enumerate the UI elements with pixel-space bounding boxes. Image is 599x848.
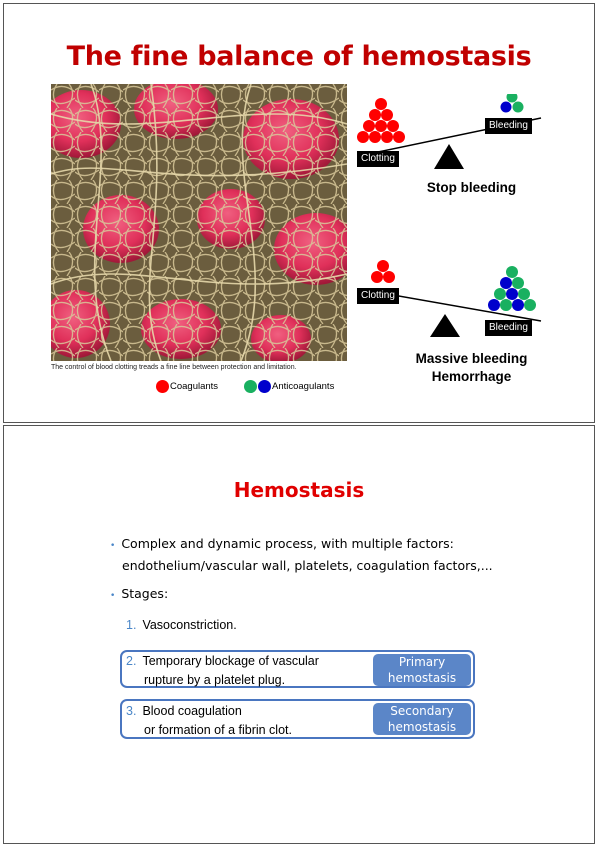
bullet-icon: • [110, 541, 116, 551]
bullet-stages: • Stages: [110, 584, 168, 606]
step-2-box: 2. Temporary blockage of vascular rupture… [120, 650, 475, 688]
bullet-text: Stages: [121, 586, 169, 601]
tag-bleeding: Bleeding [485, 320, 532, 336]
tag-clotting: Clotting [357, 151, 399, 167]
step-text-cont: or formation of a fibrin clot. [144, 723, 292, 737]
legend-anticoagulants: Anticoagulants [244, 380, 334, 393]
red-dot-icon [156, 380, 169, 393]
balance-label-line2: Hemorrhage [431, 369, 512, 384]
step-number: 2. [126, 654, 137, 668]
tag-bleeding: Bleeding [485, 118, 532, 134]
blue-dot-icon [258, 380, 271, 393]
balance-label: Stop bleeding [426, 180, 517, 195]
step-3-box: 3. Blood coagulation or formation of a fi… [120, 699, 475, 739]
bullet-text: Complex and dynamic process, with multip… [121, 536, 454, 551]
clot-micrograph [51, 84, 347, 361]
balance-hemorrhage: Clotting Bleeding Massive bleeding Hemor… [349, 259, 594, 384]
step-text: Vasoconstriction. [142, 618, 237, 632]
badge-line2: hemostasis [387, 720, 457, 734]
balance-stop-bleeding: Clotting Bleeding Stop bleeding [349, 94, 594, 199]
step-1: 1. Vasoconstriction. [126, 616, 237, 635]
green-dot-icon [244, 380, 257, 393]
slide-title: Hemostasis [233, 478, 365, 502]
bullet-icon: • [110, 591, 116, 601]
step-number: 3. [126, 704, 137, 718]
scale-icon [358, 260, 542, 337]
step-number: 1. [126, 618, 137, 632]
step-text-cont: rupture by a platelet plug. [144, 673, 286, 687]
primary-hemostasis-badge: Primary hemostasis [373, 654, 471, 686]
badge-line1: Secondary [390, 704, 454, 718]
legend-label: Coagulants [170, 381, 219, 392]
photo-caption: The control of blood clotting treads a f… [51, 364, 297, 371]
secondary-hemostasis-badge: Secondary hemostasis [373, 703, 471, 735]
slide-title: The fine balance of hemostasis [66, 41, 532, 72]
step-3: 3. Blood coagulation or formation of a fi… [126, 702, 292, 740]
legend-label: Anticoagulants [272, 381, 335, 392]
bullet-text-cont: endothelium/vascular wall, platelets, co… [122, 558, 493, 573]
bullet-process: • Complex and dynamic process, with multi… [110, 534, 493, 576]
badge-line1: Primary [398, 655, 446, 669]
slide-balance: The fine balance of hemostasis [3, 3, 595, 423]
scale-icon [357, 94, 542, 169]
balance-label-line1: Massive bleeding [415, 351, 528, 366]
tag-clotting: Clotting [357, 288, 399, 304]
step-text: Temporary blockage of vascular [142, 654, 319, 668]
step-text: Blood coagulation [142, 704, 242, 718]
slide-hemostasis: Hemostasis • Complex and dynamic process,… [3, 425, 595, 844]
badge-line2: hemostasis [387, 671, 457, 685]
legend-coagulants: Coagulants [156, 380, 218, 393]
step-2: 2. Temporary blockage of vascular rupture… [126, 652, 319, 690]
